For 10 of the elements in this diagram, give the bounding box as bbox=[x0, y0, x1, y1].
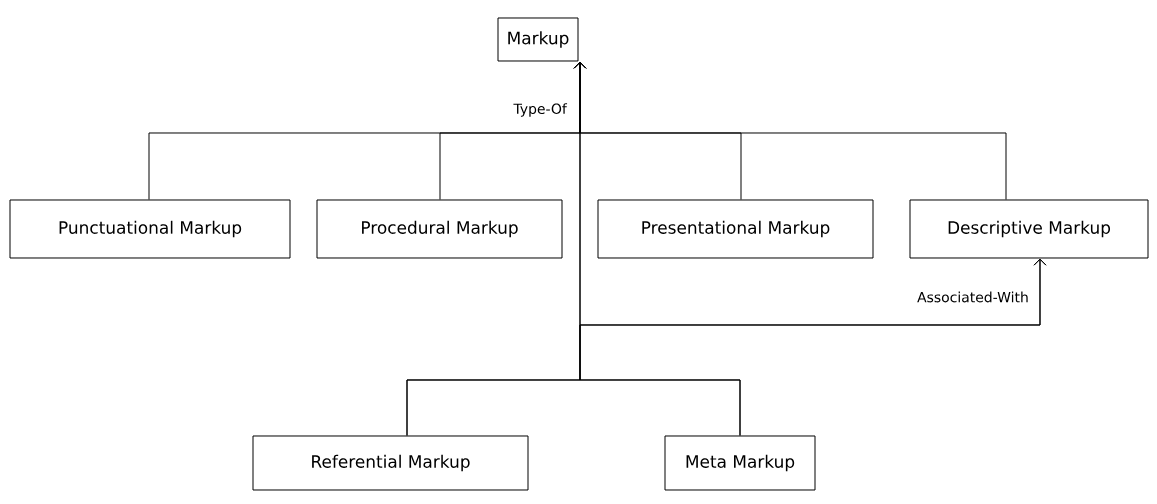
edge-label: Associated-With bbox=[916, 290, 1030, 304]
process-box: Punctuational Markup bbox=[9, 199, 291, 259]
process-box: Meta Markup bbox=[664, 435, 816, 491]
edge-label: Type-Of bbox=[512, 102, 568, 118]
process-box: Procedural Markup bbox=[316, 199, 563, 259]
process-box: Markup bbox=[497, 17, 579, 62]
process-box: Referential Markup bbox=[252, 435, 529, 491]
arrow bbox=[579, 258, 1047, 436]
process-box: Descriptive Markup bbox=[909, 199, 1149, 259]
process-box: Presentational Markup bbox=[597, 199, 874, 259]
